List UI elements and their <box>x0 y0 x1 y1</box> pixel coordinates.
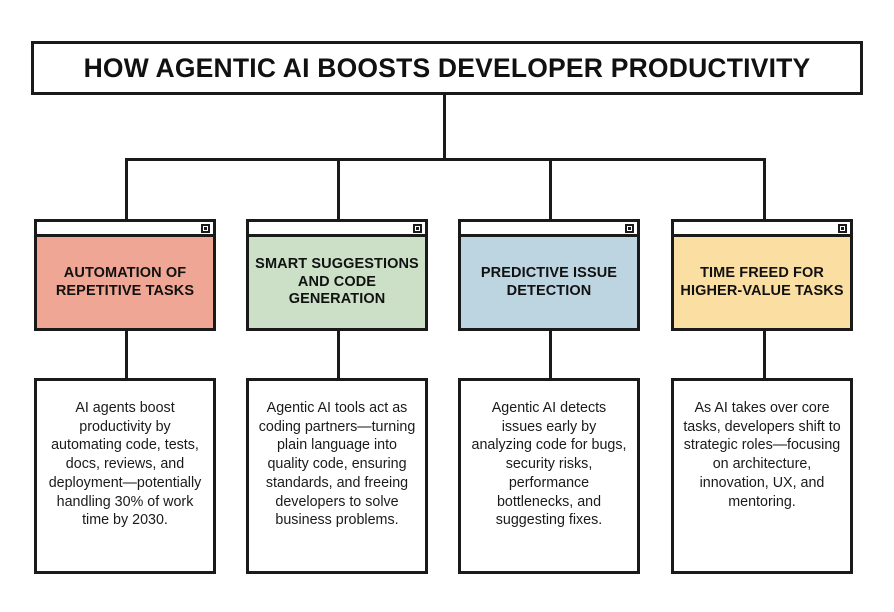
description-text: Agentic AI tools act as coding partners—… <box>258 400 416 529</box>
page-title: HOW AGENTIC AI BOOSTS DEVELOPER PRODUCTI… <box>83 52 811 83</box>
description-box-3: As AI takes over core tasks, developers … <box>671 378 853 574</box>
description-box-1: Agentic AI tools act as coding partners—… <box>246 378 428 574</box>
card-header-body: PREDICTIVE ISSUE DETECTION <box>461 237 637 328</box>
card-window-smart-suggestions-and-code-generation[interactable]: SMART SUGGESTIONS AND CODE GENERATION <box>246 219 428 331</box>
connector-drop-0 <box>125 158 128 220</box>
connector-card-to-desc-3 <box>763 330 766 380</box>
diagram-title-box: HOW AGENTIC AI BOOSTS DEVELOPER PRODUCTI… <box>31 41 863 95</box>
connector-title-stem <box>443 95 446 161</box>
maximize-square-icon[interactable] <box>838 223 847 233</box>
description-text: As AI takes over core tasks, developers … <box>683 400 841 510</box>
connector-card-to-desc-1 <box>337 330 340 380</box>
connector-card-to-desc-2 <box>549 330 552 380</box>
card-window-predictive-issue-detection[interactable]: PREDICTIVE ISSUE DETECTION <box>458 219 640 331</box>
card-window-automation-of-repetitive-tasks[interactable]: AUTOMATION OF REPETITIVE TASKS <box>34 219 216 331</box>
card-header-body: SMART SUGGESTIONS AND CODE GENERATION <box>249 237 425 328</box>
card-heading: AUTOMATION OF REPETITIVE TASKS <box>55 264 195 299</box>
card-window-time-freed-for-higher-value-tasks[interactable]: TIME FREED FOR HIGHER-VALUE TASKS <box>671 219 853 331</box>
card-heading: PREDICTIVE ISSUE DETECTION <box>480 264 618 299</box>
connector-drop-2 <box>549 158 552 220</box>
maximize-square-icon[interactable] <box>413 223 422 233</box>
description-box-2: Agentic AI detects issues early by analy… <box>458 378 640 574</box>
connector-card-to-desc-0 <box>125 330 128 380</box>
window-titlebar <box>461 222 637 237</box>
maximize-square-icon[interactable] <box>625 223 634 233</box>
card-heading: SMART SUGGESTIONS AND CODE GENERATION <box>255 255 419 308</box>
description-box-0: AI agents boost productivity by automati… <box>34 378 216 574</box>
card-heading: TIME FREED FOR HIGHER-VALUE TASKS <box>680 264 844 299</box>
connector-drop-1 <box>337 158 340 220</box>
maximize-square-icon[interactable] <box>201 223 210 233</box>
card-header-body: TIME FREED FOR HIGHER-VALUE TASKS <box>674 237 850 328</box>
connector-drop-3 <box>763 158 766 220</box>
description-text: AI agents boost productivity by automati… <box>48 400 202 529</box>
window-titlebar <box>37 222 213 237</box>
window-titlebar <box>249 222 425 237</box>
window-titlebar <box>674 222 850 237</box>
card-header-body: AUTOMATION OF REPETITIVE TASKS <box>37 237 213 328</box>
description-text: Agentic AI detects issues early by analy… <box>471 400 627 529</box>
connector-horizontal-bus <box>125 158 766 161</box>
